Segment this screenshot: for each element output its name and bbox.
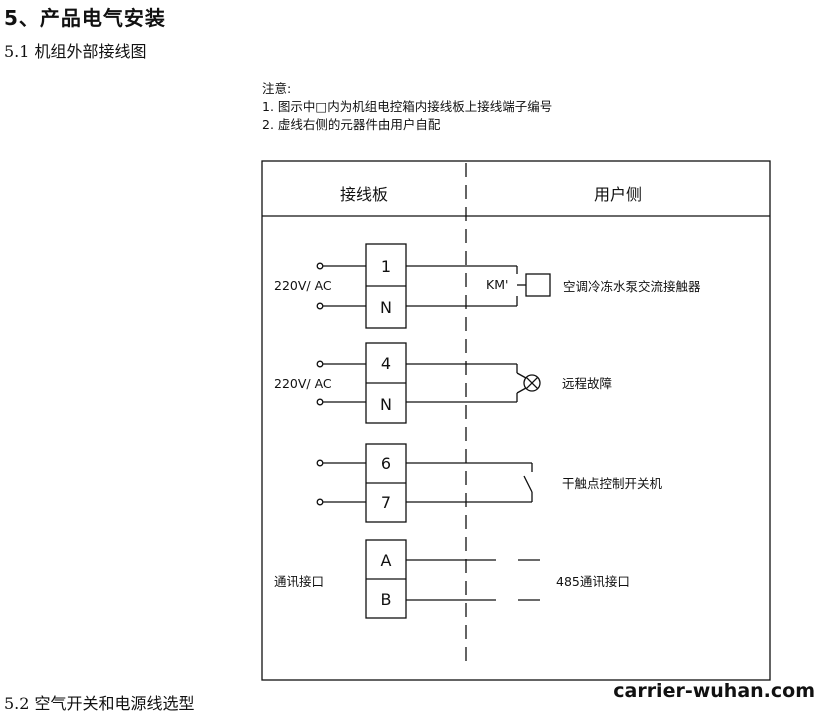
terminal-a: A <box>381 551 392 570</box>
terminal-n-1: N <box>380 298 392 317</box>
left-header: 接线板 <box>340 185 388 204</box>
contactor-code-label: KM' <box>486 277 508 292</box>
terminal-b: B <box>381 590 392 609</box>
terminal-4: 4 <box>381 354 391 373</box>
subsection-title-wiring: 5.1 机组外部接线图 <box>4 42 147 61</box>
group2-voltage-label: 220V/ AC <box>274 376 332 391</box>
dry-contact-label: 干触点控制开关机 <box>562 476 663 491</box>
lamp-icon <box>523 374 541 392</box>
contactor-coil-symbol <box>525 273 551 297</box>
group1-voltage-label: 220V/ AC <box>274 278 332 293</box>
terminal-1: 1 <box>381 257 391 276</box>
subsection-title-breaker: 5.2 空气开关和电源线选型 <box>4 694 195 713</box>
terminal-7: 7 <box>381 493 391 512</box>
terminal-6: 6 <box>381 454 391 473</box>
watermark: carrier-wuhan.com <box>613 680 815 702</box>
note-line-2: 2. 虚线右侧的元器件由用户自配 <box>262 117 441 132</box>
right-header: 用户侧 <box>594 185 642 204</box>
terminal-n-2: N <box>380 395 392 414</box>
pump-contactor-label: 空调冷冻水泵交流接触器 <box>563 279 701 294</box>
dry-contact-switch-icon <box>523 475 533 493</box>
note-line-1: 1. 图示中□内为机组电控箱内接线板上接线端子编号 <box>262 99 553 114</box>
section-title: 5、产品电气安装 <box>4 6 166 30</box>
remote-fault-label: 远程故障 <box>562 376 612 391</box>
note-heading: 注意: <box>262 81 292 96</box>
comm-interface-label: 通讯接口 <box>274 574 324 589</box>
diagram-frame <box>261 160 771 681</box>
rs485-label: 485通讯接口 <box>556 574 630 589</box>
